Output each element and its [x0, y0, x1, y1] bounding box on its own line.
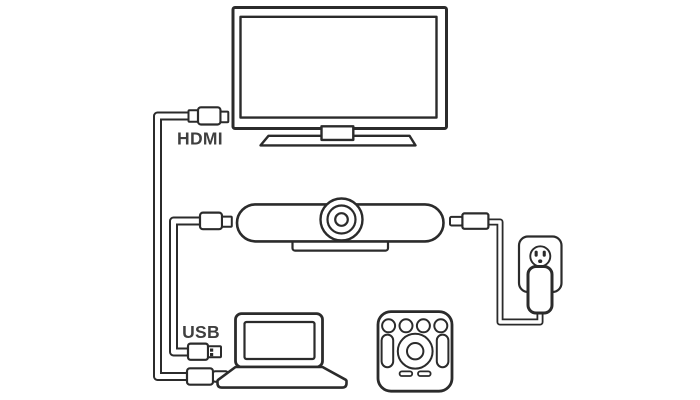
hdmi-connector-display-end	[187, 106, 230, 126]
usb-label: USB	[182, 322, 220, 342]
power-adapter-body	[526, 265, 554, 315]
remote-top-button	[415, 318, 431, 334]
tv-stand-neck	[320, 125, 355, 142]
outlet-receptacle	[529, 245, 552, 268]
outlet-ground-hole	[538, 259, 543, 264]
barrel-plug-tip	[449, 215, 464, 227]
usb-a-contact-dot	[210, 353, 214, 357]
usb-cable-core	[171, 218, 201, 355]
laptop-screen	[243, 320, 316, 361]
camera-lens-ring	[326, 204, 357, 235]
hdmi-plug-tip	[219, 110, 230, 124]
remote-left-rocker	[380, 333, 395, 369]
hdmi-plug-body	[196, 106, 222, 126]
outlet-slot	[542, 250, 546, 257]
camera-plug-body	[198, 211, 224, 231]
usb-a-contact-dot	[210, 348, 214, 352]
camera-lens-center	[334, 212, 349, 227]
remote-top-button	[381, 318, 397, 334]
remote-control-icon	[376, 310, 454, 393]
laptop-base	[216, 365, 348, 389]
hdmi-label: HDMI	[177, 129, 223, 149]
outlet-slot	[534, 250, 538, 257]
remote-bottom-button	[398, 370, 414, 377]
power-adapter-icon	[526, 265, 554, 315]
remote-top-button	[433, 318, 449, 334]
hdmi-cable	[153, 111, 190, 381]
usb-a-connector-laptop-end	[186, 342, 222, 361]
remote-top-button	[398, 318, 414, 334]
laptop-icon	[216, 312, 348, 389]
usb-cable	[169, 216, 201, 357]
remote-bottom-button	[417, 370, 432, 377]
barrel-plug-body	[461, 212, 490, 230]
remote-dial-outer	[396, 332, 434, 370]
power-cable-core	[489, 220, 542, 324]
tv-screen	[239, 15, 438, 119]
remote-dial-center	[406, 342, 425, 361]
tv-icon	[231, 6, 448, 147]
conference-camera-icon	[235, 197, 445, 252]
power-cable	[489, 218, 544, 326]
camera-plug-tip	[221, 215, 233, 228]
remote-right-rocker	[435, 333, 450, 369]
power-connector-camera-end	[449, 212, 490, 230]
usb-a-plug-tip	[207, 345, 222, 359]
usb-connector-camera-end	[198, 211, 233, 231]
usb-a-plug-body	[186, 342, 210, 361]
hdmi-laptop-plug-body	[185, 367, 215, 386]
remote-body	[376, 310, 454, 393]
hdmi-cable-core	[155, 113, 190, 379]
